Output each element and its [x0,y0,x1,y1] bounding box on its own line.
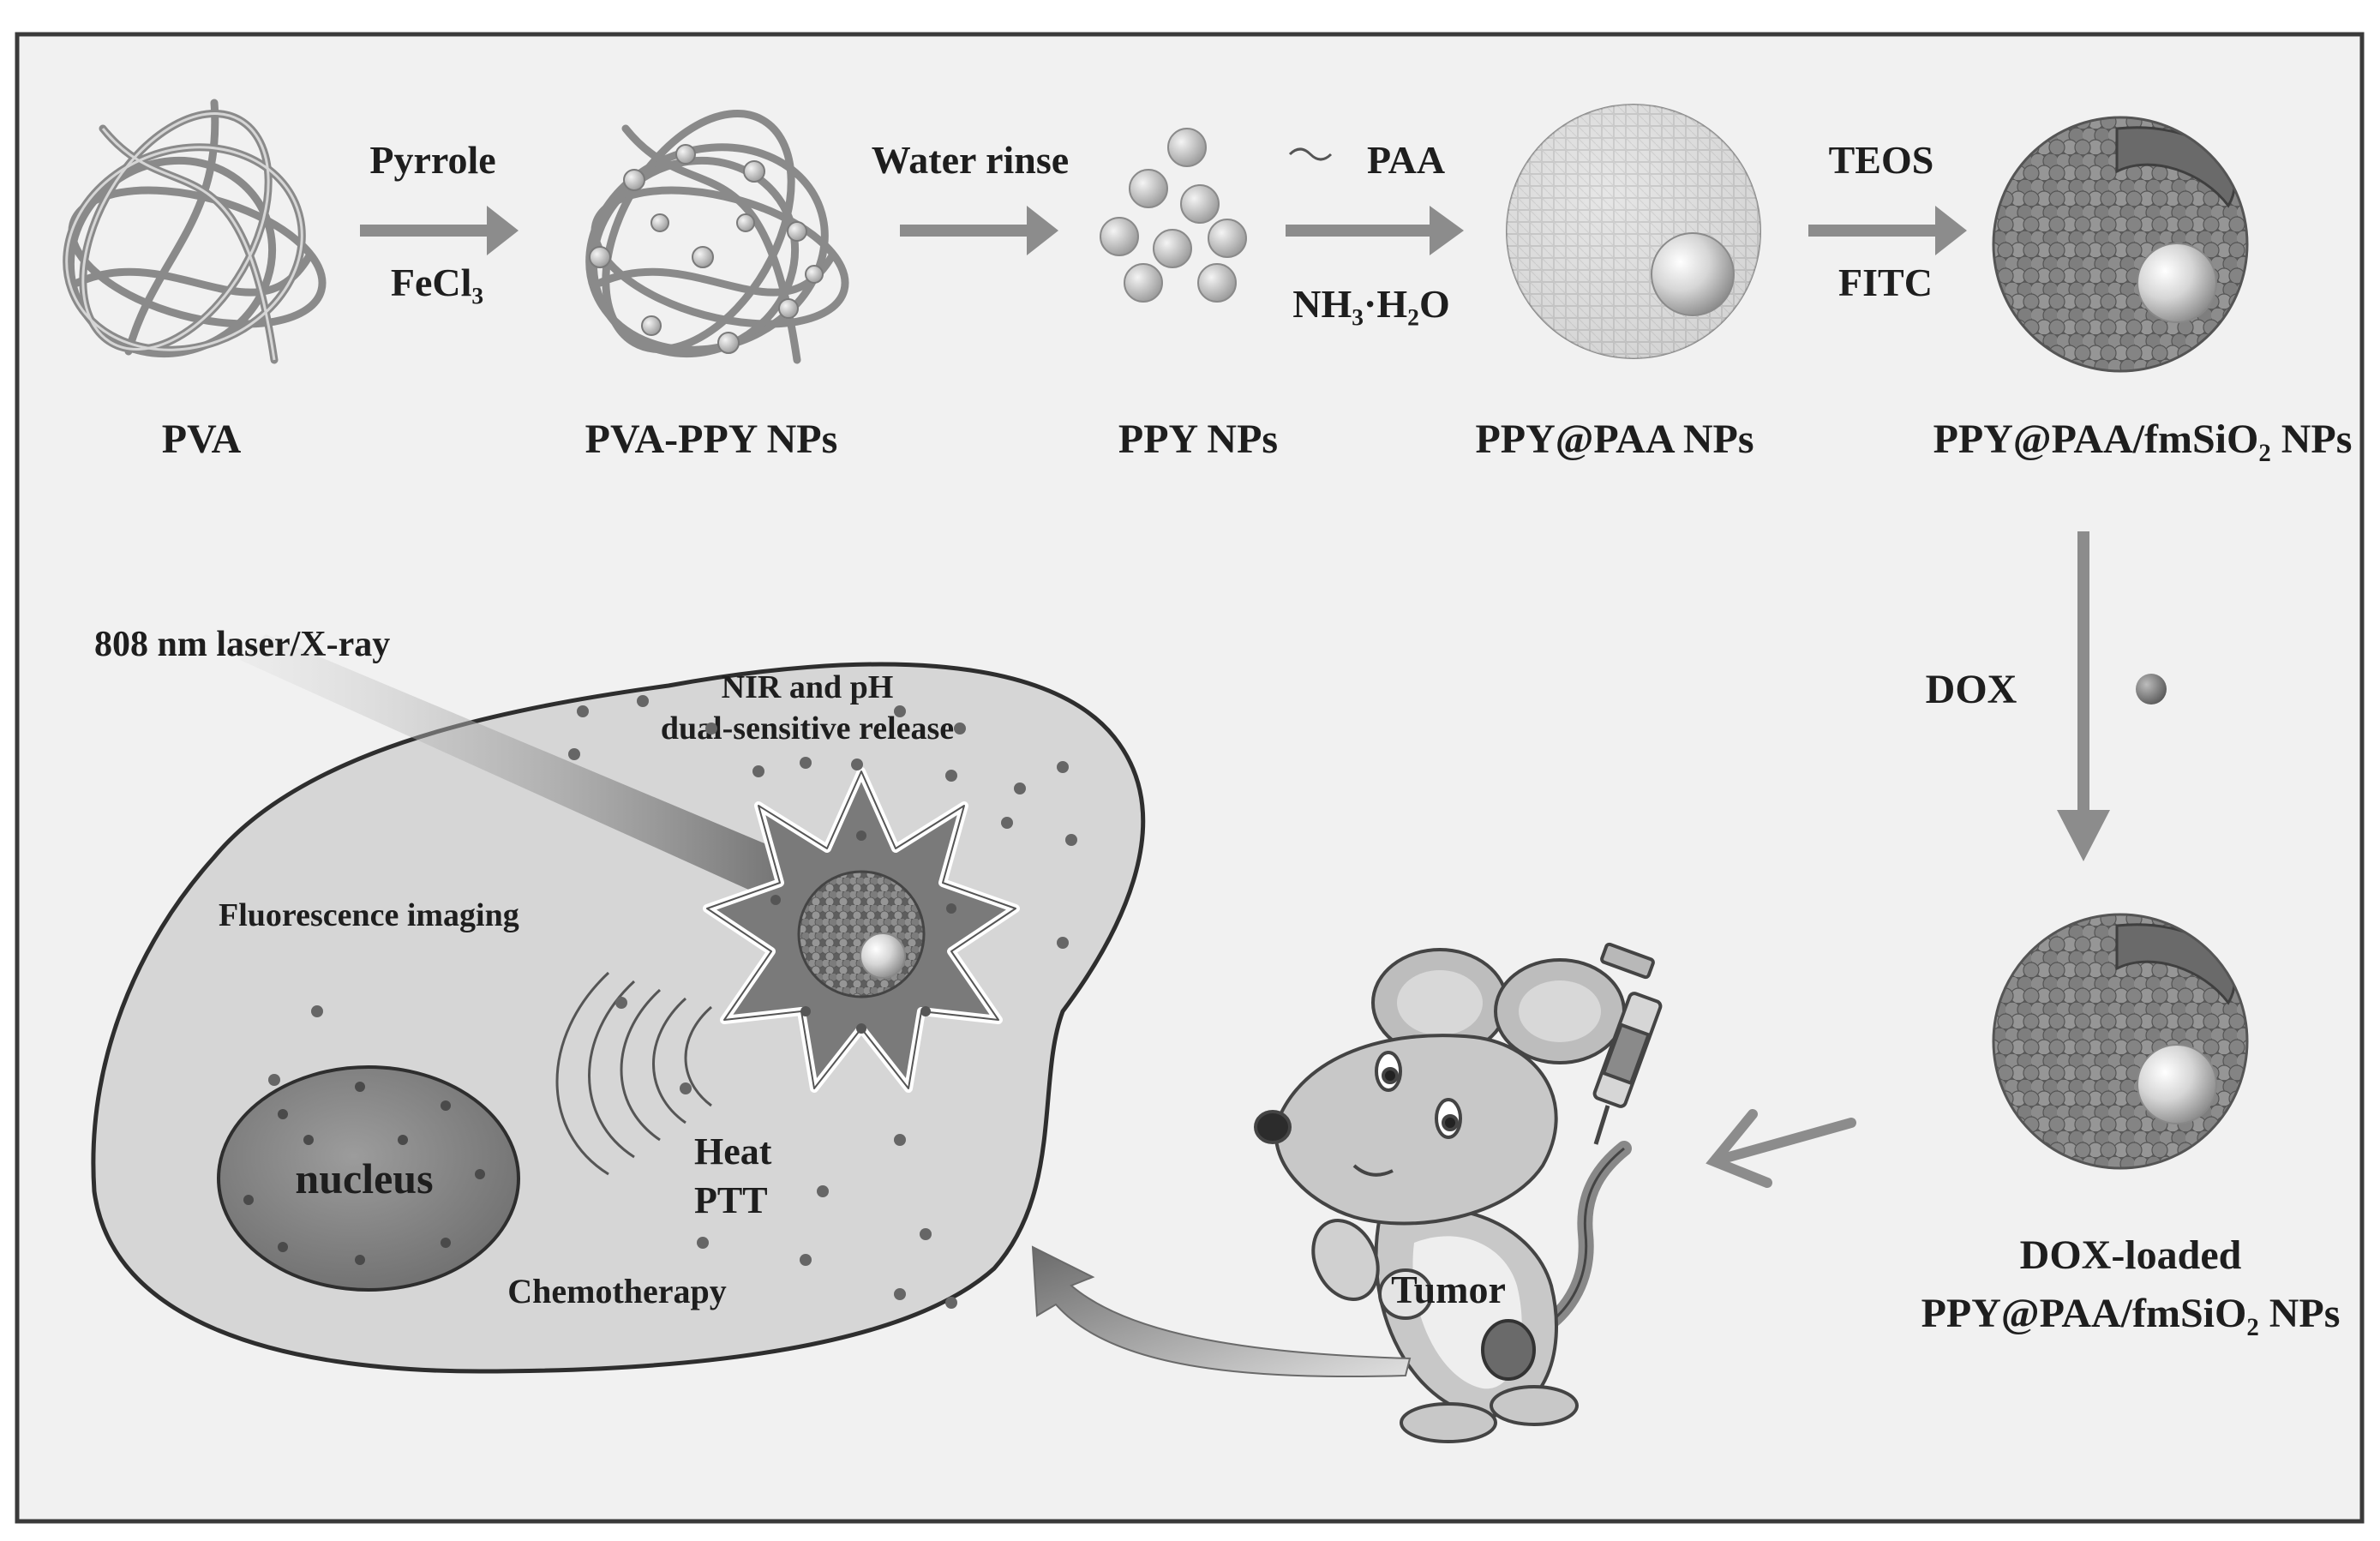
reagent-paa: PAA [1367,138,1445,182]
label-tumor: Tumor [1391,1268,1506,1311]
label-release-line2: dual-sensitive release [661,711,954,747]
label-pva-ppy-nps: PVA-PPY NPs [585,417,838,462]
reagent-pyrrole: Pyrrole [369,138,495,182]
label-pva: PVA [162,417,242,462]
reagent-ammonia: NH₃·H₂O [1292,282,1449,326]
label-ppy-paa-fmsio2-nps: PPY@PAA/fmSiO₂ NPs [1933,417,2353,462]
arrow-ppy-to-ppy-paa [1286,206,1464,255]
ppy-paa-nanoparticle [1506,104,1761,359]
reagent-fecl3: FeCl₃ [391,261,483,304]
activated-nanoparticle-starburst [703,767,1020,1093]
pva-ppy-polymer-coil [585,110,849,364]
label-dox-loaded: DOX-loaded [2020,1232,2242,1278]
arrow-pva-to-pva-ppy [360,206,519,255]
arrow-pva-ppy-to-ppy [900,206,1058,255]
dox-molecule-icon [2136,674,2167,705]
arrow-dox-loading [2057,531,2110,861]
dox-loaded-nanoparticle [1992,913,2249,1170]
label-ptt: PTT [694,1179,768,1221]
heat-waves-icon [555,971,712,1176]
label-release-line1: NIR and pH [722,669,894,705]
reagent-teos: TEOS [1829,138,1934,182]
label-dox: DOX [1926,667,2017,712]
paa-chain-icon [1288,147,1333,161]
arrow-particle-to-mouse [1706,1109,1856,1188]
ppy-nanoparticles [1100,128,1247,303]
label-ppy-paa-nps: PPY@PAA NPs [1475,417,1754,462]
ppy-paa-fmsio2-nanoparticle [1992,116,2249,373]
laser-beam [240,634,797,900]
label-chemotherapy: Chemotherapy [507,1272,727,1310]
label-heat: Heat [694,1130,772,1172]
label-nucleus: nucleus [295,1154,433,1202]
nucleus [217,1065,520,1292]
arrow-ppy-paa-to-silica [1808,206,1967,255]
reagent-fitc: FITC [1838,261,1933,304]
reagent-water-rinse: Water rinse [872,138,1069,182]
label-dox-loaded-particle: PPY@PAA/fmSiO₂ NPs [1921,1291,2341,1336]
mouse-illustration [1254,948,1632,1443]
label-ppy-nps: PPY NPs [1118,417,1278,462]
syringe-icon [1592,942,1663,1145]
label-laser: 808 nm laser/X-ray [94,625,390,664]
label-fluorescence-imaging: Fluorescence imaging [219,897,519,933]
released-dox-dots [268,695,1077,1309]
arrow-mouse-to-cell [1031,1245,1412,1378]
